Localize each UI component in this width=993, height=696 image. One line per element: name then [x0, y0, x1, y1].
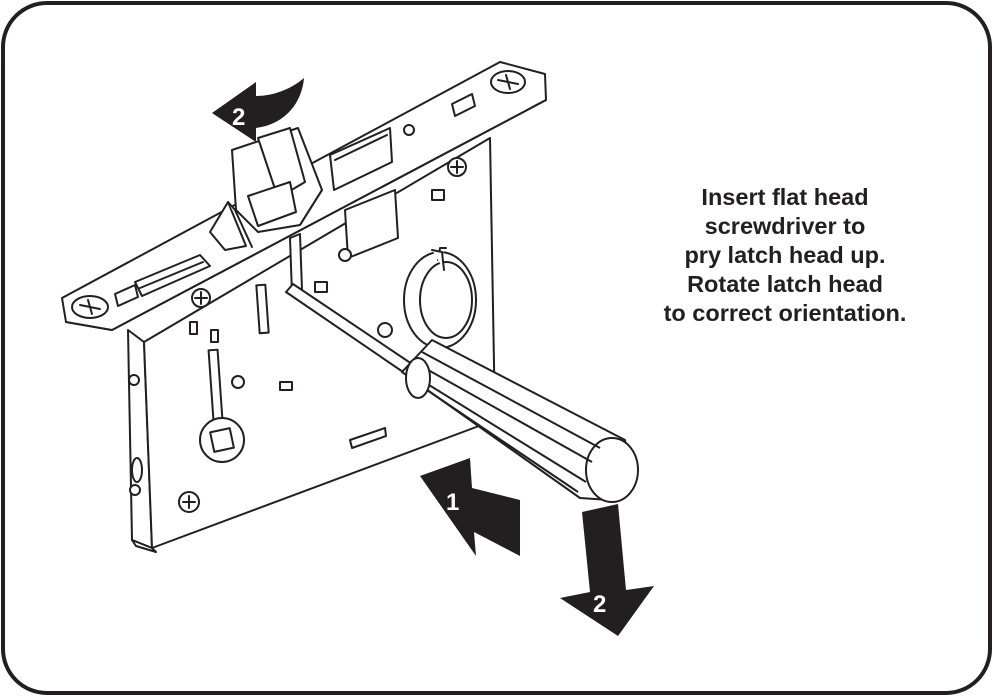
- insert-arrow-shape: [420, 458, 520, 556]
- pry-down-arrow: 2: [560, 504, 654, 636]
- instruction-text: Insert flat head screwdriver to pry latc…: [620, 183, 950, 328]
- mortise-lock: [61, 61, 547, 553]
- pry-down-arrow-number: 2: [593, 591, 606, 618]
- instruction-line: screwdriver to: [704, 213, 866, 239]
- pry-down-arrow-shape: [560, 504, 654, 636]
- instruction-line: to correct orientation.: [663, 300, 907, 326]
- rotate-arrow-number: 2: [232, 104, 245, 131]
- instruction-line: Insert flat head: [701, 184, 869, 210]
- rotate-arrow: 2: [212, 78, 304, 142]
- insert-arrow: 1: [420, 458, 520, 556]
- insert-arrow-number: 1: [446, 489, 459, 516]
- instruction-line: Rotate latch head: [687, 271, 883, 297]
- screwdriver: [285, 283, 639, 503]
- rotate-arrow-shape: [212, 78, 304, 142]
- instruction-line: pry latch head up.: [684, 242, 886, 268]
